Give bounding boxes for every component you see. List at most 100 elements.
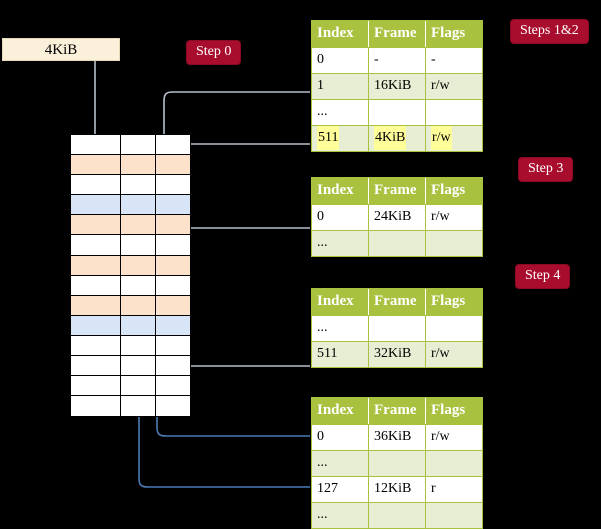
pt-col-flags: Flags bbox=[431, 402, 466, 418]
cell-flags bbox=[426, 316, 482, 341]
cell-frame: 36KiB bbox=[369, 425, 426, 450]
pt-col-frame: Frame bbox=[369, 398, 426, 424]
memory-rows bbox=[71, 135, 190, 417]
table-row: ... bbox=[312, 450, 482, 476]
cell-highlight: 4KiB bbox=[374, 126, 407, 150]
memory-column-separator-2 bbox=[155, 135, 156, 416]
badge-step-4-label: Step 4 bbox=[525, 268, 561, 283]
memory-row bbox=[71, 255, 190, 276]
memory-row bbox=[71, 335, 190, 357]
memory-row bbox=[71, 396, 190, 417]
pd-col-frame: Frame bbox=[369, 289, 426, 315]
pd-col-flags: Flags bbox=[431, 293, 466, 309]
badge-step-3-label: Step 3 bbox=[528, 161, 564, 176]
cell-index: ... bbox=[312, 100, 369, 125]
table-row: ... bbox=[312, 230, 482, 256]
wire-pml4-row1-to-memory bbox=[163, 91, 310, 159]
memory-row bbox=[71, 275, 190, 296]
cell-frame: 32KiB bbox=[369, 342, 426, 367]
table-row: 0-- bbox=[312, 47, 482, 73]
pd-col-index: Index bbox=[312, 289, 369, 315]
cell-flags bbox=[426, 451, 482, 476]
physical-memory-column bbox=[70, 134, 191, 417]
cell-highlight: 511 bbox=[317, 126, 340, 150]
cell-frame bbox=[369, 316, 426, 341]
wire-pdpt-row0-to-memory bbox=[176, 227, 310, 299]
table-row: ... bbox=[312, 315, 482, 341]
memory-row bbox=[71, 235, 190, 256]
cell-flags: r bbox=[431, 481, 436, 496]
cell-highlight: r/w bbox=[431, 126, 452, 150]
cell-index: 0 bbox=[312, 48, 369, 73]
cell-frame bbox=[369, 231, 426, 256]
cell-flags bbox=[426, 231, 482, 256]
memory-row bbox=[71, 155, 190, 176]
memory-row bbox=[71, 195, 190, 216]
cell-flags bbox=[426, 503, 482, 528]
memory-row bbox=[71, 376, 190, 397]
cell-flags: r/w bbox=[431, 429, 450, 444]
cell-index: 0 bbox=[312, 205, 369, 230]
virtual-address-box: 4KiB bbox=[2, 38, 120, 61]
table-row: ... bbox=[312, 502, 482, 528]
cell-flags bbox=[426, 100, 482, 125]
pml4-col-index: Index bbox=[312, 21, 369, 47]
cell-index: 511 bbox=[312, 126, 369, 151]
badge-step-3: Step 3 bbox=[519, 158, 573, 181]
cell-flags: - bbox=[431, 52, 436, 67]
badge-step-0-label: Step 0 bbox=[196, 44, 232, 59]
pml4-table-header: Index Frame Flags bbox=[312, 21, 482, 47]
cell-flags: r/w bbox=[431, 346, 450, 361]
cell-index: ... bbox=[312, 316, 369, 341]
cell-index: 127 bbox=[312, 477, 369, 502]
cell-index: ... bbox=[312, 231, 369, 256]
pdpt-col-flags: Flags bbox=[431, 182, 466, 198]
cell-frame bbox=[369, 451, 426, 476]
pt-col-index: Index bbox=[312, 398, 369, 424]
cell-frame: 12KiB bbox=[369, 477, 426, 502]
cell-index: 511 bbox=[312, 342, 369, 367]
cell-frame bbox=[369, 503, 426, 528]
memory-row bbox=[71, 215, 190, 236]
cell-frame: 16KiB bbox=[369, 74, 426, 99]
cell-frame: - bbox=[369, 48, 426, 73]
badge-step-0: Step 0 bbox=[187, 41, 241, 64]
pt-table-header: Index Frame Flags bbox=[312, 398, 482, 424]
pml4-col-frame: Frame bbox=[369, 21, 426, 47]
memory-row bbox=[71, 295, 190, 316]
cell-flags: r/w bbox=[431, 209, 450, 224]
badge-steps-1-2-label: Steps 1&2 bbox=[520, 23, 579, 38]
va-box-label: 4KiB bbox=[44, 42, 78, 58]
cell-index: 0 bbox=[312, 425, 369, 450]
badge-step-4: Step 4 bbox=[516, 265, 570, 288]
pdpt-col-frame: Frame bbox=[369, 178, 426, 204]
cell-frame: 4KiB bbox=[369, 126, 426, 151]
pdpt-col-index: Index bbox=[312, 178, 369, 204]
pml4-col-flags: Flags bbox=[431, 25, 466, 41]
cell-frame bbox=[369, 100, 426, 125]
memory-row bbox=[71, 135, 190, 156]
memory-column-separator-1 bbox=[120, 135, 121, 416]
table-row: 511 4KiB r/w bbox=[312, 125, 482, 151]
cell-frame: 24KiB bbox=[369, 205, 426, 230]
cell-index: 1 bbox=[312, 74, 369, 99]
cell-flags: r/w bbox=[426, 126, 482, 151]
wire-pt-row0-to-memory bbox=[141, 332, 310, 437]
table-row: ... bbox=[312, 99, 482, 125]
cell-index: ... bbox=[312, 451, 369, 476]
cell-flags: r/w bbox=[431, 78, 450, 93]
wire-pt-row127-to-memory bbox=[123, 204, 310, 488]
